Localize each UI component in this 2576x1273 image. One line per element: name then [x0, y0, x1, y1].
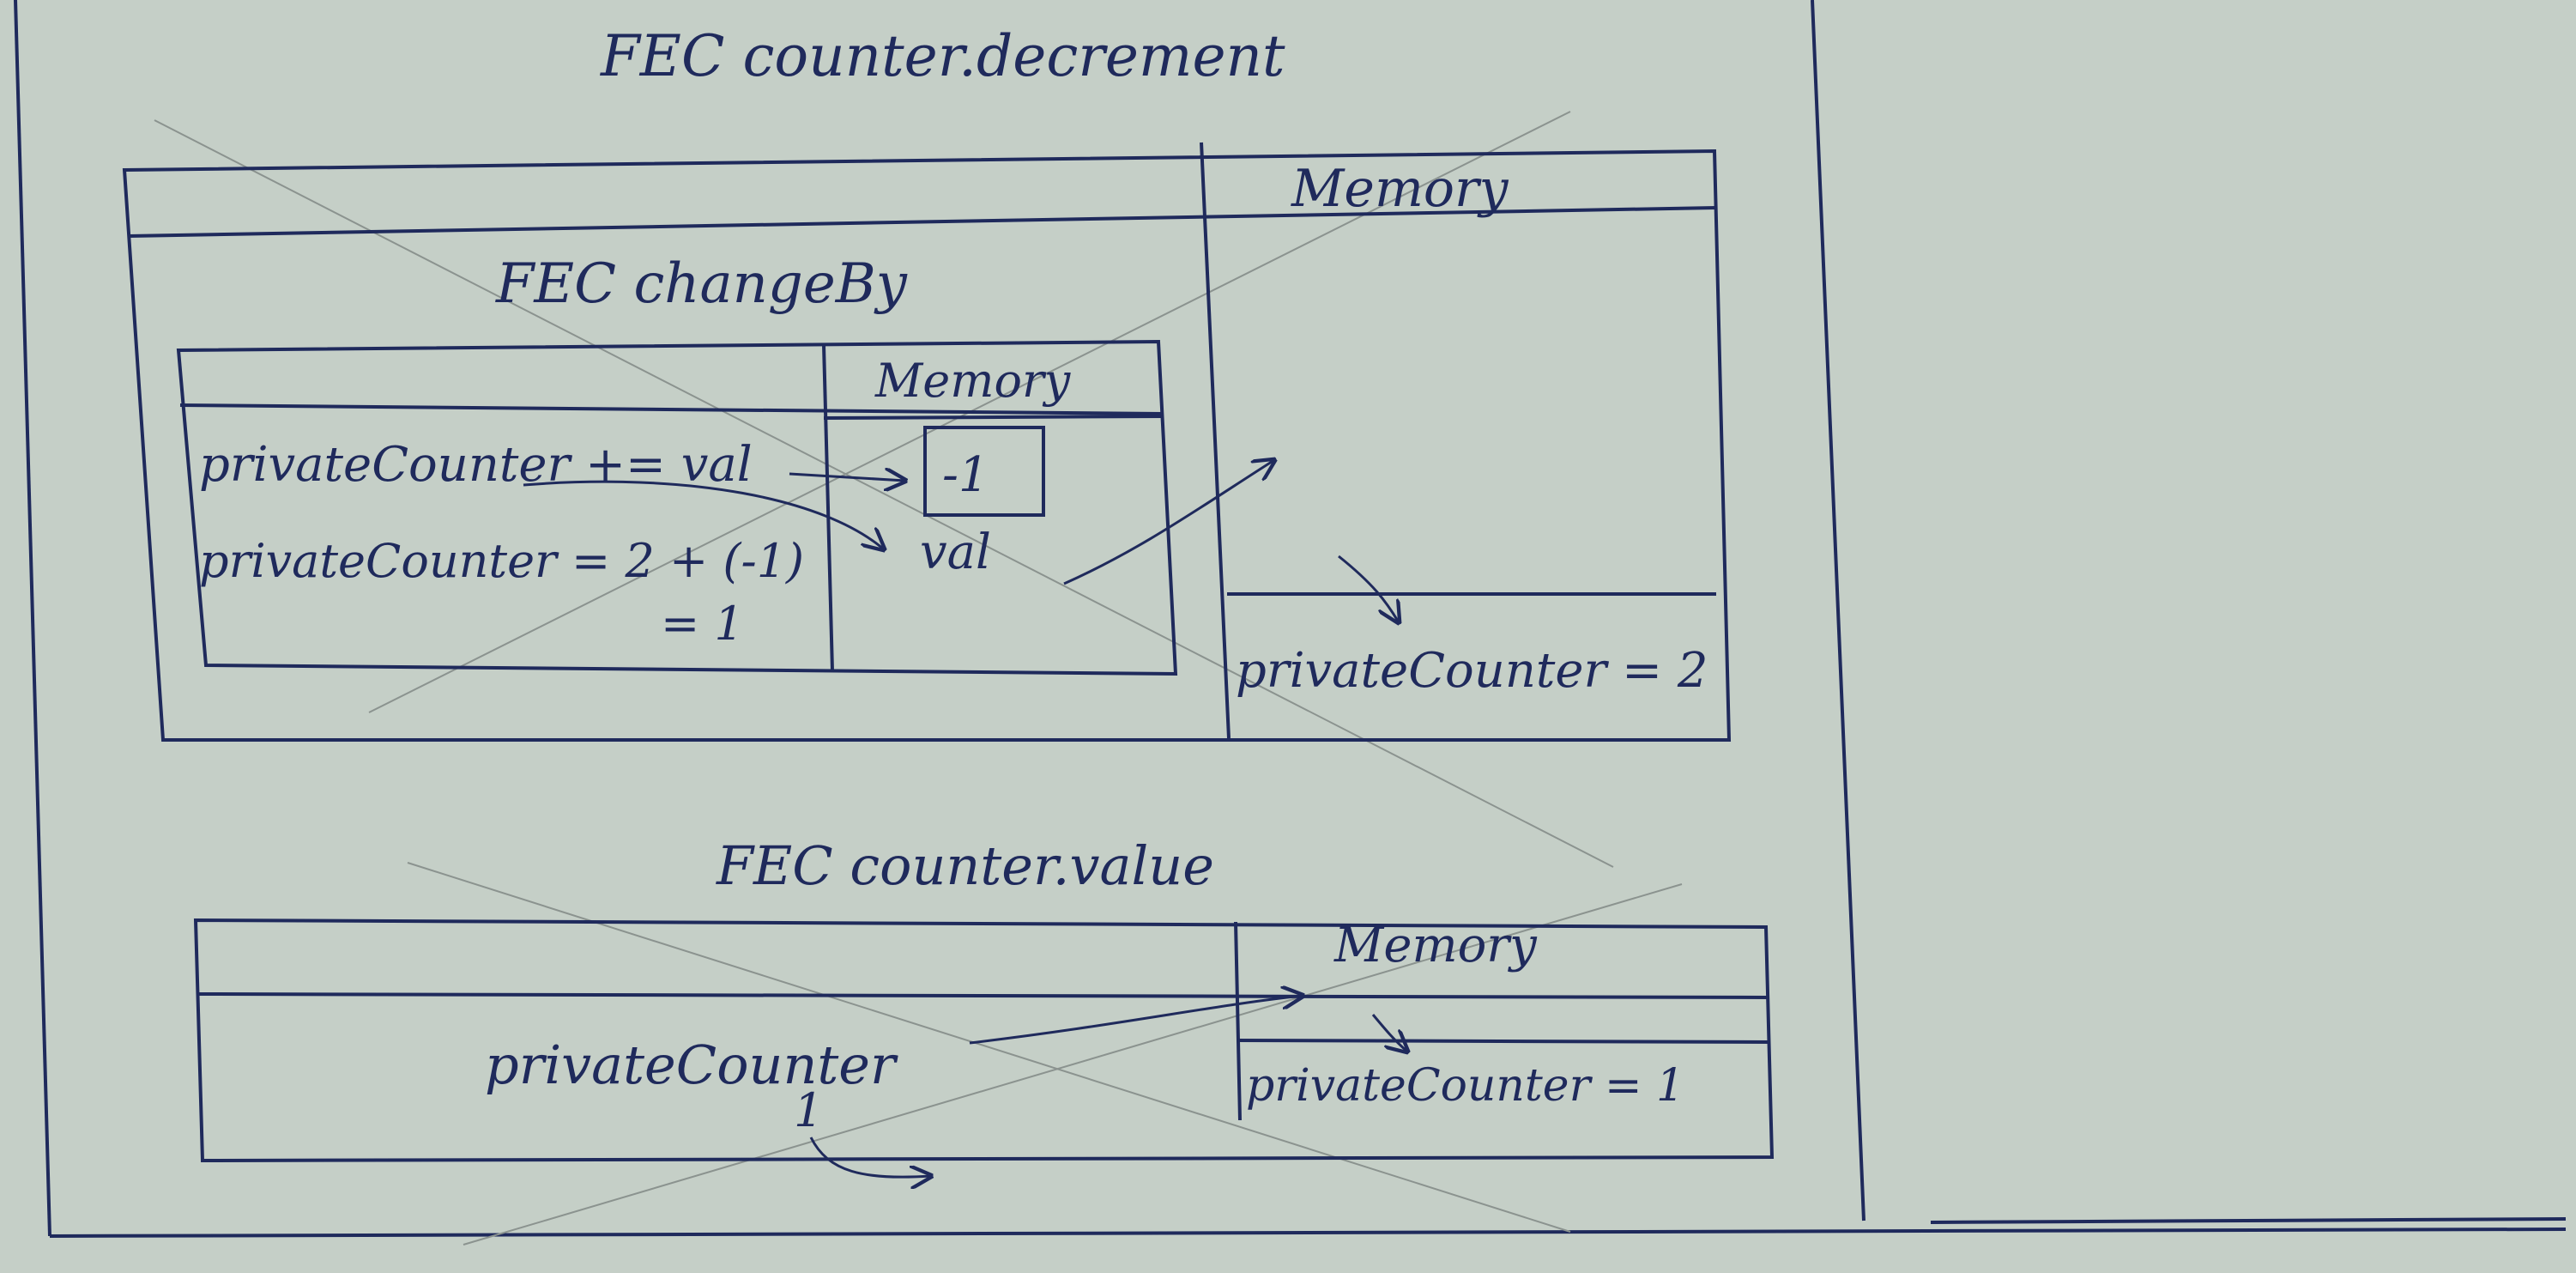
- changeby-title: FEC changeBy: [495, 252, 908, 316]
- decrement-memory-label: Memory: [1291, 159, 1509, 219]
- changeby-frame: [176, 339, 1178, 676]
- changeby-arrows: [523, 460, 1399, 622]
- page-border: [14, 0, 2567, 1238]
- changeby-line-3: = 1: [661, 597, 744, 651]
- value-frame: [193, 918, 1775, 1163]
- changeby-line-2: privateCounter = 2 + (-1): [199, 534, 804, 588]
- decrement-frame: [122, 142, 1732, 742]
- memory-var-val: val: [920, 524, 991, 580]
- decrement-title: FEC counter.decrement: [600, 23, 1285, 89]
- value-title: FEC counter.value: [716, 834, 1214, 897]
- value-result: 1: [794, 1083, 823, 1137]
- value-memory-value: privateCounter = 1: [1246, 1060, 1684, 1112]
- value-memory-label: Memory: [1333, 918, 1538, 973]
- changeby-memory-label: Memory: [874, 354, 1072, 408]
- value-arrows: [809, 996, 1407, 1177]
- pencil-cross-lines: [154, 111, 1683, 1246]
- value-expression: privateCounter: [485, 1034, 898, 1096]
- decrement-memory-value: privateCounter = 2: [1236, 643, 1708, 699]
- memory-box-value: -1: [942, 447, 989, 503]
